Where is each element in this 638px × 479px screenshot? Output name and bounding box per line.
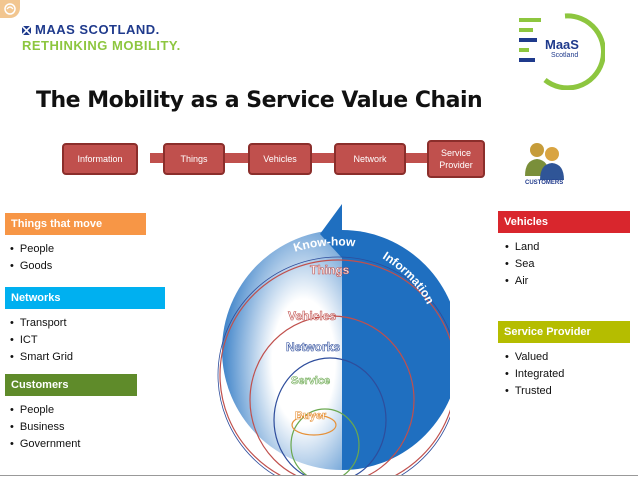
list-things-that-move: People Goods	[10, 241, 54, 275]
list-customers: People Business Government	[10, 402, 81, 453]
brand-line2: RETHINKING MOBILITY.	[22, 38, 181, 53]
customers-label: CUSTOMERS	[525, 180, 564, 186]
list-item: Smart Grid	[10, 349, 73, 366]
ring-label-vehicles: Vehicles	[288, 309, 336, 323]
list-item: People	[10, 241, 54, 258]
diagram-left-half	[222, 230, 342, 470]
brand-line1: MAAS SCOTLAND.	[35, 22, 160, 37]
list-item: Government	[10, 436, 81, 453]
maas-logo-main: MaaS	[545, 37, 579, 52]
panel-header-networks: Networks	[5, 287, 165, 309]
list-item: Land	[505, 239, 539, 256]
diagram-right-half	[342, 230, 450, 470]
ring-service	[290, 408, 360, 475]
arrow-label-big-data: Big Data	[183, 287, 205, 335]
list-item: Business	[10, 419, 80, 436]
list-item: ICT	[10, 332, 73, 349]
panel-header-vehicles: Vehicles	[498, 211, 630, 233]
saltire-flag-icon	[22, 26, 31, 35]
maas-scotland-logo: MaaS Scotland	[515, 10, 607, 91]
ring-label-buyer: Buyer	[295, 410, 327, 422]
chain-item-service-provider: Service Provider	[427, 140, 485, 178]
chain-item-network: Network	[334, 143, 406, 175]
list-item: Goods	[10, 258, 54, 275]
ring-vehicles	[249, 315, 415, 475]
chain-item-things: Things	[163, 143, 225, 175]
ring-label-networks: Networks	[286, 340, 340, 354]
panel-header-service-provider: Service Provider	[498, 321, 630, 343]
list-item: Integrated	[505, 366, 565, 383]
ring-things	[219, 259, 450, 475]
list-item: People	[10, 402, 80, 419]
brand-logo: MAAS SCOTLAND. RETHINKING MOBILITY.	[22, 22, 181, 54]
list-networks: Transport ICT Smart Grid	[10, 315, 73, 366]
customers-icon	[522, 140, 568, 180]
panel-header-things-that-move: Things that move	[5, 213, 146, 235]
chain-item-vehicles: Vehicles	[248, 143, 312, 175]
list-service-provider: Valued Integrated Trusted	[505, 349, 565, 400]
panel-header-customers: Customers	[5, 374, 137, 396]
value-chain-diagram: Things Vehicles Networks Service Buyer K…	[183, 204, 450, 475]
ring-networks	[273, 357, 387, 475]
chain-item-information: Information	[62, 143, 138, 175]
list-vehicles: Land Sea Air	[505, 239, 539, 290]
arrow-head	[320, 204, 342, 258]
list-item: Air	[505, 273, 539, 290]
ring-buyer	[291, 414, 337, 436]
ring-label-service: Service	[291, 375, 330, 387]
list-item: Transport	[10, 315, 73, 332]
maas-logo-sub: Scotland	[551, 52, 579, 59]
page-title: The Mobility as a Service Value Chain	[36, 88, 483, 113]
corner-logo-icon	[0, 0, 20, 18]
footer-divider	[0, 475, 638, 476]
ring-outer	[217, 256, 450, 475]
list-item: Trusted	[505, 383, 564, 400]
list-item: Valued	[505, 349, 564, 366]
list-item: Sea	[505, 256, 539, 273]
ring-label-things: Things	[310, 263, 350, 277]
